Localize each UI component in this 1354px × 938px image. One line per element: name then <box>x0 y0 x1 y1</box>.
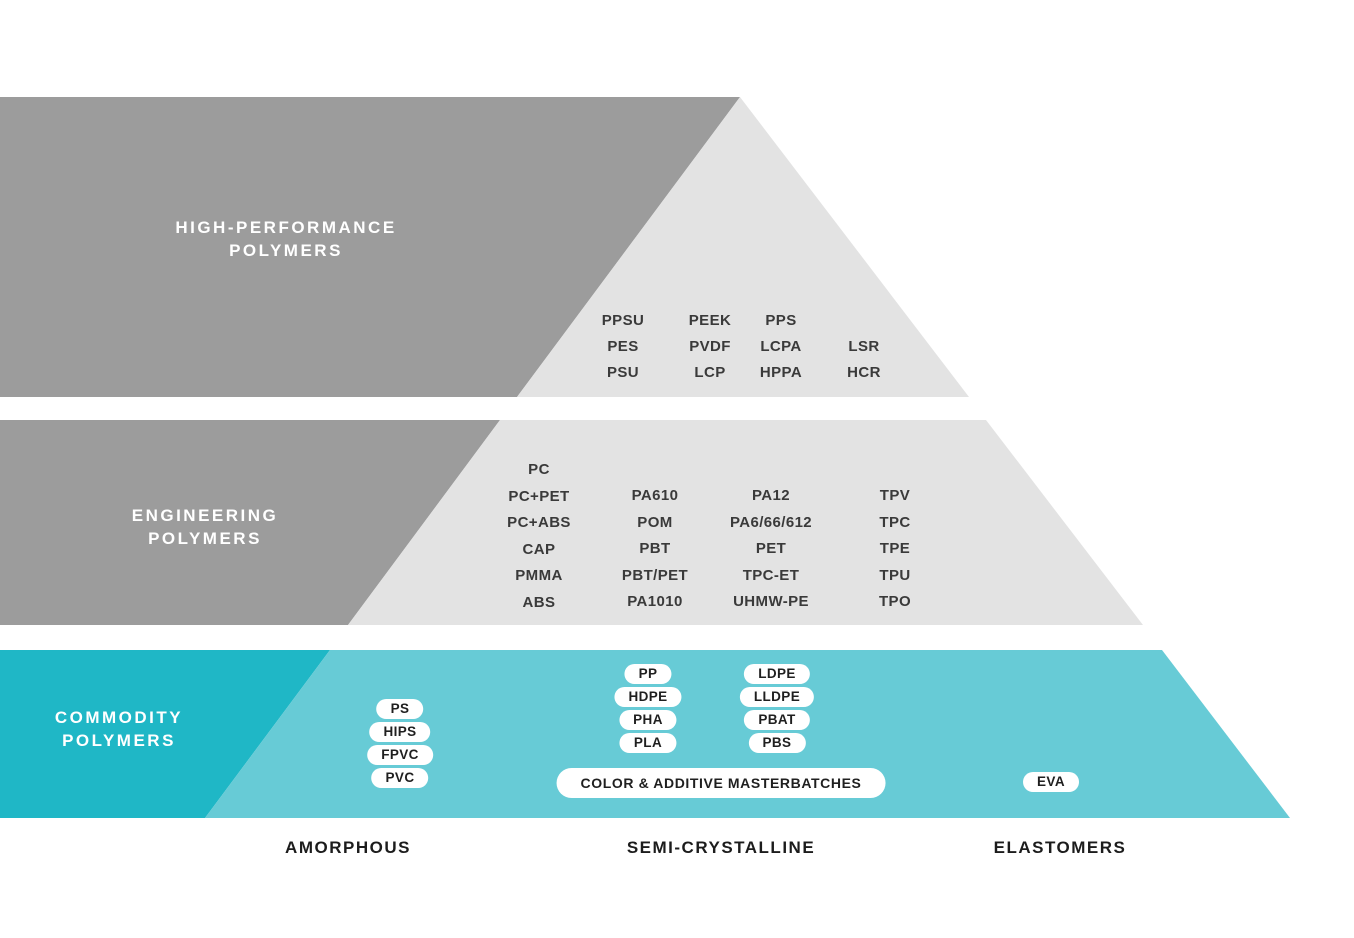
axis-label-amorphous: AMORPHOUS <box>285 838 411 857</box>
polymer-pill: PBS <box>748 733 806 753</box>
polymer-label: TPC-ET <box>742 566 800 584</box>
polymer-pill: HIPS <box>369 722 431 742</box>
engineering-slice <box>348 420 1143 625</box>
polymer-label: TPO <box>878 593 912 610</box>
polymer-label: TPU <box>879 566 911 584</box>
polymer-label: LSR <box>848 338 880 355</box>
hp-column-3: PPS LCPA HPPA <box>760 308 802 386</box>
commodity-amorphous-pills: PS HIPS FPVC PVC <box>367 699 433 788</box>
polymer-label: UHMW-PE <box>733 593 809 610</box>
polymer-label: PC <box>528 461 550 478</box>
polymer-label: PA12 <box>751 487 790 504</box>
polymer-label: PPS <box>765 312 797 329</box>
polymer-label: PBT <box>639 540 671 557</box>
polymer-label: PC+PET <box>508 487 570 505</box>
polymer-label: PC+ABS <box>507 514 571 531</box>
commodity-semicrystalline-pills-2: LDPE LLDPE PBAT PBS <box>739 664 815 753</box>
masterbatches-pill: COLOR & ADDITIVE MASTERBATCHES <box>556 768 886 798</box>
polymer-pill: PHA <box>619 710 677 730</box>
axis-label-elastomers: ELASTOMERS <box>993 838 1127 857</box>
polymer-label: PA1010 <box>627 593 683 610</box>
polymer-label: ABS <box>522 593 556 611</box>
polymer-label: PBT/PET <box>621 566 689 584</box>
commodity-semicrystalline-pills-1: PP HDPE PHA PLA <box>614 664 682 753</box>
hp-column-1: PPSU PES PSU <box>602 308 644 386</box>
polymer-label: PMMA <box>515 567 563 584</box>
axis-label-semi-crystalline: SEMI-CRYSTALLINE <box>626 838 816 857</box>
polymer-label: LCPA <box>760 338 802 355</box>
polymer-label: PSU <box>606 364 640 381</box>
eng-column-2: PA610 POM PBT PBT/PET PA1010 <box>622 483 688 616</box>
tier-label-commodity: COMMODITY POLYMERS <box>54 708 184 750</box>
polymer-label: POM <box>637 513 673 531</box>
hp-column-4: LSR HCR <box>847 334 881 386</box>
polymer-pill: LDPE <box>744 664 810 684</box>
polymer-label: HPPA <box>759 364 803 381</box>
polymer-pill: PBAT <box>744 710 810 730</box>
polymer-label: PA610 <box>631 487 679 504</box>
polymer-label: HCR <box>847 364 881 381</box>
tier-label-engineering: ENGINEERING POLYMERS <box>131 506 279 548</box>
tier-label-high-performance: HIGH-PERFORMANCE POLYMERS <box>175 218 397 260</box>
polymer-label: PEEK <box>688 312 732 329</box>
polymer-label: TPV <box>879 487 911 504</box>
polymer-label: PET <box>755 540 787 557</box>
polymer-pill: LLDPE <box>739 687 815 707</box>
polymer-label: PES <box>607 338 639 355</box>
polymer-pill: PP <box>624 664 672 684</box>
polymer-pill: HDPE <box>614 687 682 707</box>
polymer-label: TPE <box>879 540 911 557</box>
polymer-label: LCP <box>694 364 726 381</box>
polymer-label: CAP <box>522 540 556 558</box>
eng-column-1: PC PC+PET PC+ABS CAP PMMA ABS <box>507 457 571 616</box>
hp-column-2: PEEK PVDF LCP <box>689 308 731 386</box>
eva-pill: EVA <box>1023 772 1079 792</box>
eng-column-3: PA12 PA6/66/612 PET TPC-ET UHMW-PE <box>730 483 812 616</box>
eng-column-4: TPV TPC TPE TPU TPO <box>879 483 911 616</box>
polymer-pill: PVC <box>371 768 429 788</box>
polymer-pill: PLA <box>619 733 677 753</box>
polymer-pill: FPVC <box>367 745 433 765</box>
polymer-pill: PS <box>376 699 424 719</box>
polymer-label: PA6/66/612 <box>729 513 813 531</box>
polymer-label: PVDF <box>689 338 731 355</box>
polymer-label: TPC <box>879 513 911 531</box>
polymer-label: PPSU <box>601 312 645 329</box>
